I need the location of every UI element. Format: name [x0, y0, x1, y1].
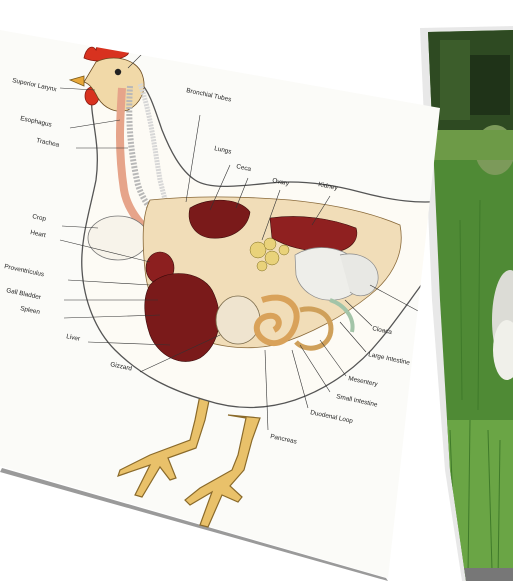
label-eye: Eye: [148, 41, 161, 50]
eye-dot: [115, 69, 121, 75]
comb: [84, 40, 129, 61]
label-oviduct: Oviduct: [420, 309, 443, 320]
crop-organ: [88, 216, 148, 260]
gizzard-organ: [216, 296, 260, 344]
